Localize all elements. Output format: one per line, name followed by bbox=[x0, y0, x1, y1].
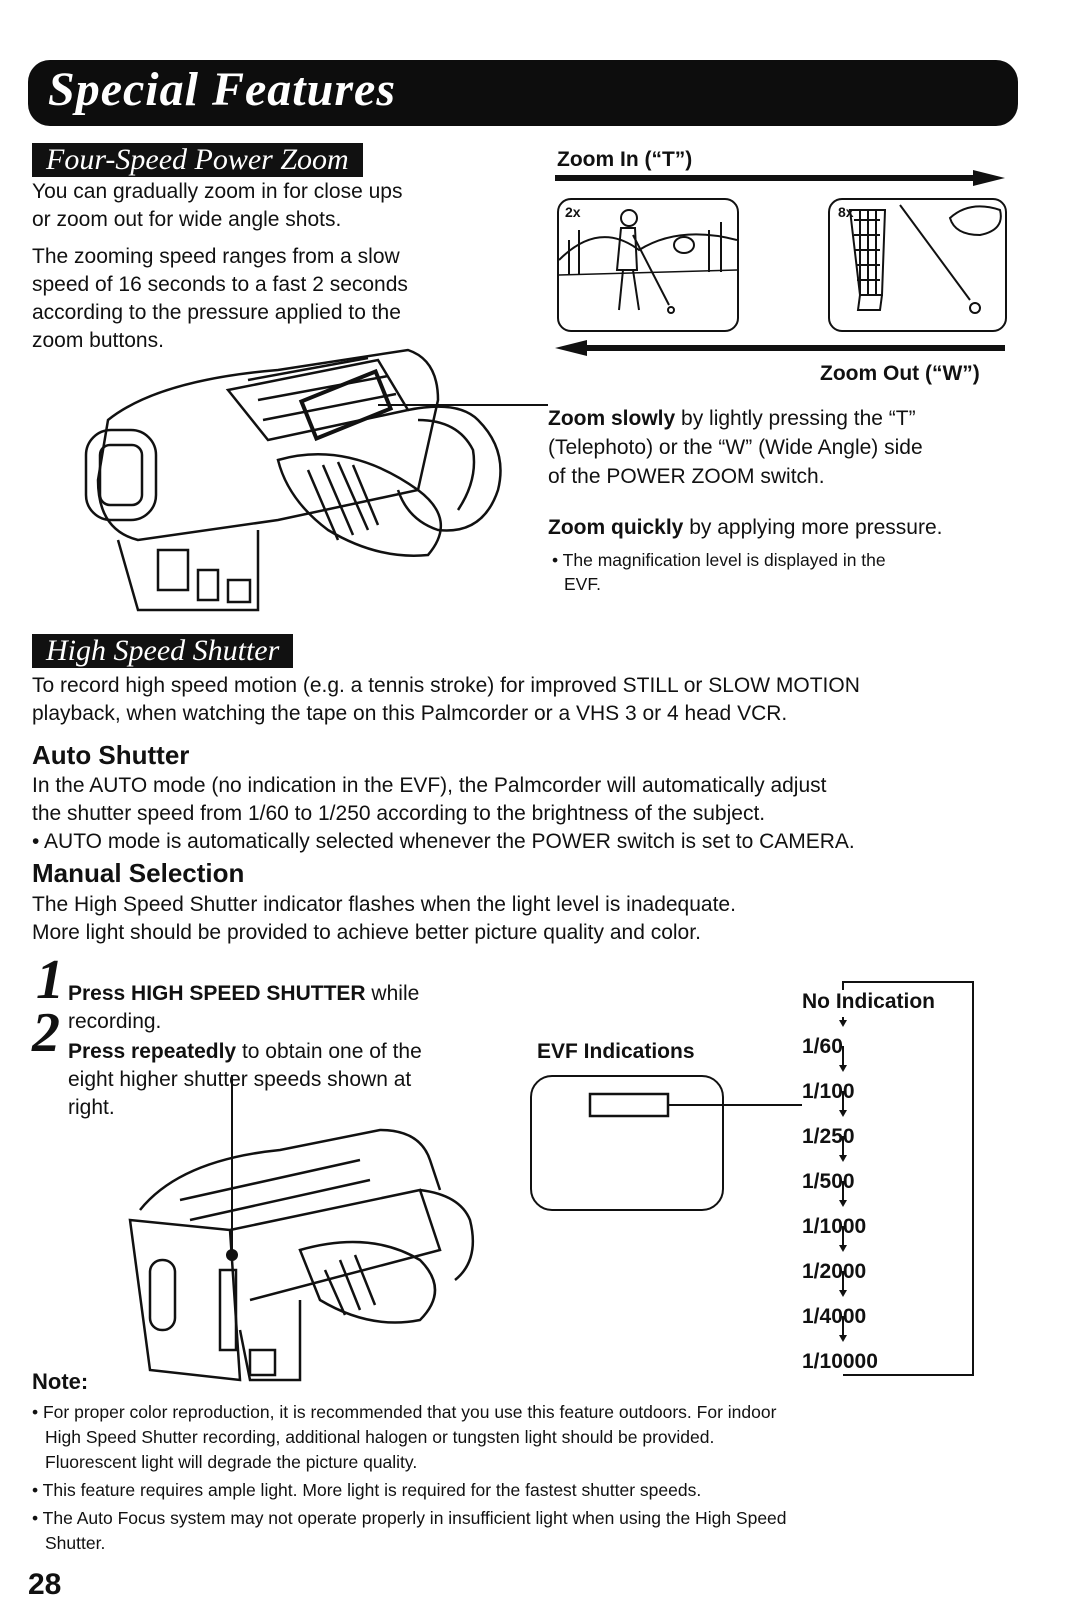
camcorder-zoom-illustration bbox=[84, 348, 548, 612]
note-3-line1: • The Auto Focus system may not operate … bbox=[32, 1508, 787, 1528]
zoom-para2-line2: speed of 16 seconds to a fast 2 seconds bbox=[32, 273, 408, 296]
shutter-intro-line1: To record high speed motion (e.g. a tenn… bbox=[32, 674, 860, 697]
zoom-wide-frame: 2x bbox=[557, 198, 739, 332]
evf-screen bbox=[530, 1075, 724, 1211]
speed-1-250: 1/250 bbox=[802, 1125, 855, 1148]
zoom-tele-frame: 8x bbox=[828, 198, 1007, 332]
auto-shutter-line2: the shutter speed from 1/60 to 1/250 acc… bbox=[32, 802, 766, 825]
note-2: • This feature requires ample light. Mor… bbox=[32, 1480, 702, 1500]
zoom-slowly-rest: by lightly pressing the “T” bbox=[675, 407, 916, 430]
auto-shutter-line1: In the AUTO mode (no indication in the E… bbox=[32, 774, 827, 797]
auto-shutter-heading: Auto Shutter bbox=[32, 740, 190, 770]
title-banner bbox=[28, 60, 1018, 126]
step-1-bold: Press HIGH SPEED SHUTTER bbox=[68, 982, 366, 1005]
note-1-line1: • For proper color reproduction, it is r… bbox=[32, 1402, 777, 1422]
step-2-bold: Press repeatedly bbox=[68, 1040, 237, 1063]
speed-1-100: 1/100 bbox=[802, 1080, 855, 1103]
wide-zoom-badge: 2x bbox=[565, 204, 581, 220]
speed-1-4000: 1/4000 bbox=[802, 1305, 867, 1328]
step-2-line3: right. bbox=[68, 1096, 115, 1119]
step-2-line2: eight higher shutter speeds shown at bbox=[68, 1068, 412, 1091]
step-2-rest: to obtain one of the bbox=[236, 1040, 422, 1063]
speed-1-10000: 1/10000 bbox=[802, 1350, 878, 1373]
manual-line1: The High Speed Shutter indicator flashes… bbox=[32, 893, 736, 916]
evf-indications-label: EVF Indications bbox=[537, 1040, 695, 1063]
page-title: Special Features bbox=[48, 63, 396, 116]
zoom-para2-line4: zoom buttons. bbox=[32, 329, 164, 352]
zoom-slowly-bold: Zoom slowly bbox=[548, 407, 676, 430]
zoom-quickly-bold: Zoom quickly bbox=[548, 516, 684, 539]
zoom-para1-line1: You can gradually zoom in for close ups bbox=[32, 180, 403, 203]
shutter-intro-line2: playback, when watching the tape on this… bbox=[32, 702, 788, 725]
zoom-in-arrow bbox=[555, 170, 1005, 186]
manual-selection-heading: Manual Selection bbox=[32, 858, 245, 888]
zoom-section-heading: Four-Speed Power Zoom bbox=[32, 143, 363, 177]
shutter-section-heading: High Speed Shutter bbox=[32, 634, 294, 668]
zoom-para2-line1: The zooming speed ranges from a slow bbox=[32, 245, 400, 268]
speed-1-1000: 1/1000 bbox=[802, 1215, 867, 1238]
magnification-note-line1: • The magnification level is displayed i… bbox=[552, 550, 886, 570]
step-2-line1: Press repeatedly to obtain one of the bbox=[68, 1038, 422, 1066]
camcorder-shutter-illustration bbox=[128, 1075, 475, 1382]
speed-1-60: 1/60 bbox=[802, 1035, 843, 1058]
zoom-para2-line3: according to the pressure applied to the bbox=[32, 301, 401, 324]
auto-shutter-line3: • AUTO mode is automatically selected wh… bbox=[32, 830, 855, 853]
golfer-tele-illustration bbox=[848, 204, 1002, 314]
note-3-line2: Shutter. bbox=[45, 1533, 106, 1553]
magnification-note-line2: EVF. bbox=[564, 574, 601, 594]
note-label: Note: bbox=[32, 1369, 89, 1394]
zoom-in-label: Zoom In (“T”) bbox=[557, 148, 693, 171]
note-1-line3: Fluorescent light will degrade the pictu… bbox=[45, 1452, 418, 1472]
zoom-slowly-line1: Zoom slowly by lightly pressing the “T” bbox=[548, 405, 916, 433]
zoom-quickly-line: Zoom quickly by applying more pressure. bbox=[548, 514, 943, 542]
step-1-line2: recording. bbox=[68, 1010, 162, 1033]
evf-shutter-indicator bbox=[588, 1092, 802, 1118]
manual-line2: More light should be provided to achieve… bbox=[32, 921, 701, 944]
speed-cycle-diagram bbox=[839, 981, 974, 1376]
step-2-number: 2 bbox=[32, 1002, 60, 1064]
step-1-line1: Press HIGH SPEED SHUTTER while bbox=[68, 980, 419, 1008]
speed-1-2000: 1/2000 bbox=[802, 1260, 867, 1283]
speed-no-indication: No Indication bbox=[802, 990, 935, 1014]
step-1-number: 1 bbox=[36, 949, 64, 1011]
golfer-wide-illustration bbox=[559, 209, 737, 314]
zoom-out-label: Zoom Out (“W”) bbox=[820, 362, 980, 385]
step-1-rest: while bbox=[365, 982, 420, 1005]
zoom-slowly-line2: (Telephoto) or the “W” (Wide Angle) side bbox=[548, 436, 923, 459]
note-1-line2: High Speed Shutter recording, additional… bbox=[45, 1427, 715, 1447]
zoom-quickly-rest: by applying more pressure. bbox=[683, 516, 943, 539]
page-number: 28 bbox=[28, 1568, 62, 1601]
zoom-out-arrow bbox=[555, 340, 1005, 356]
zoom-slowly-line3: of the POWER ZOOM switch. bbox=[548, 465, 825, 488]
zoom-para1-line2: or zoom out for wide angle shots. bbox=[32, 208, 342, 231]
speed-1-500: 1/500 bbox=[802, 1170, 855, 1193]
tele-zoom-badge: 8x bbox=[838, 204, 854, 220]
